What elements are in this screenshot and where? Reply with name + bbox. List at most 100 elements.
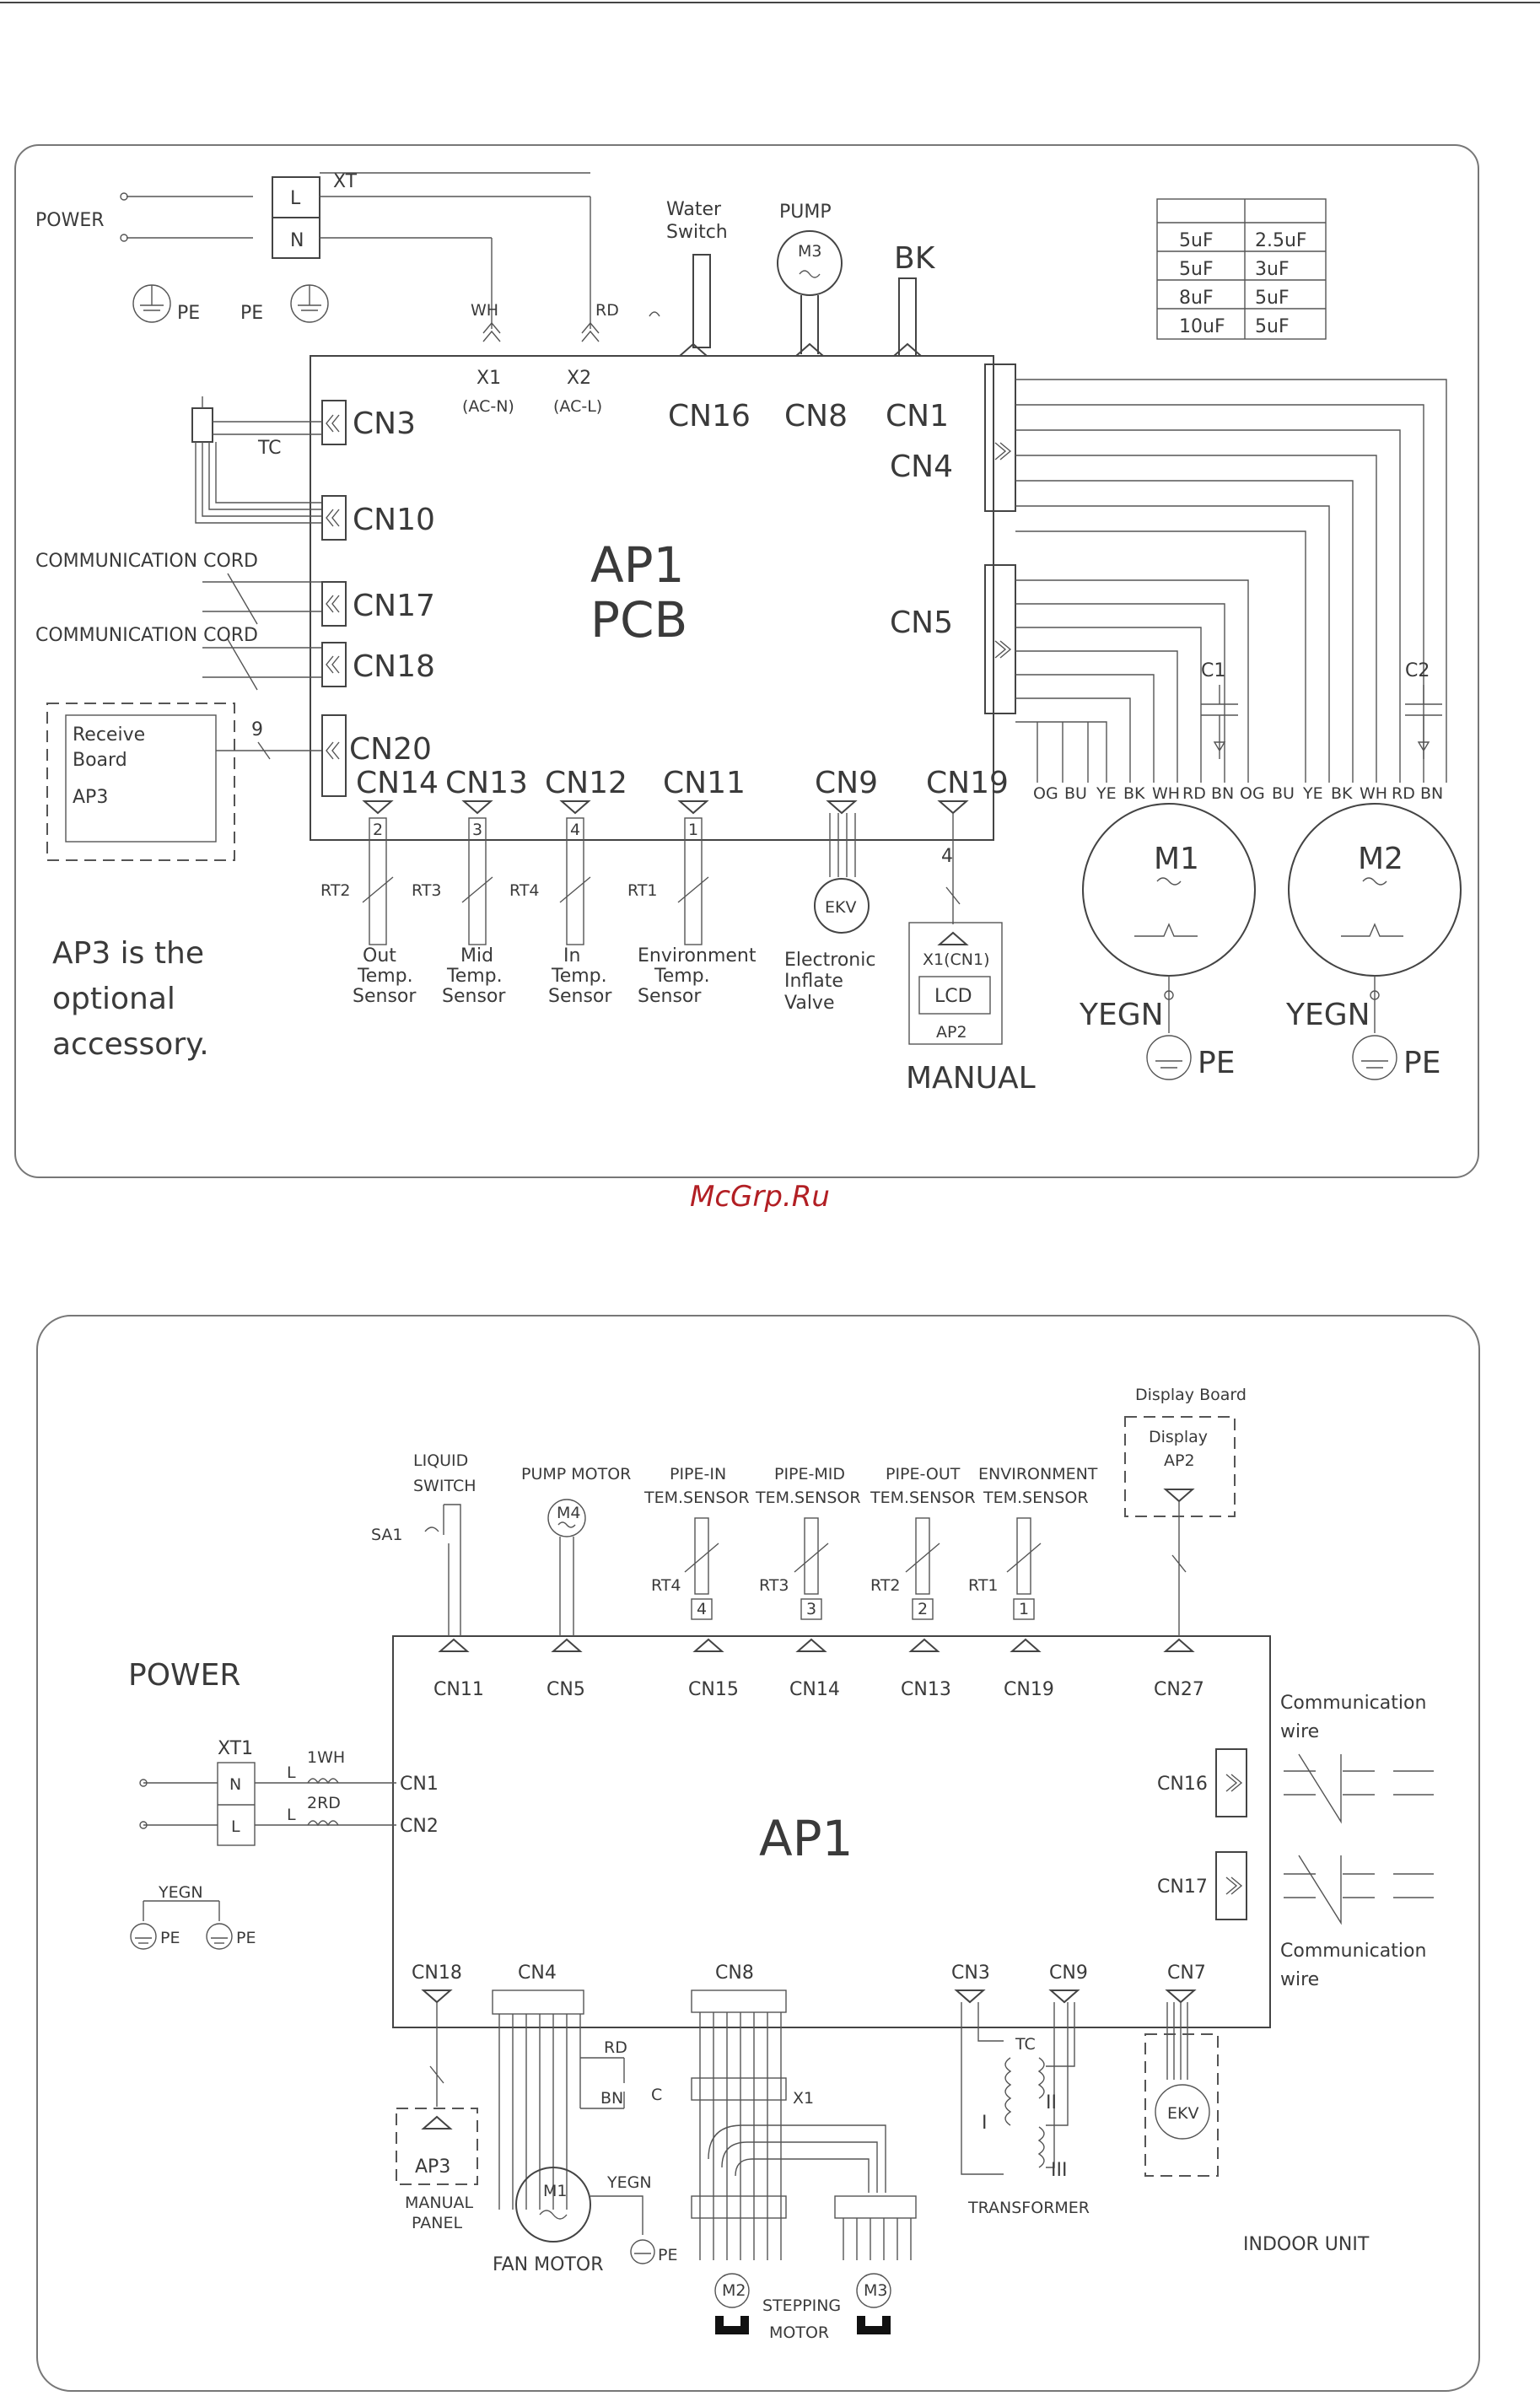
svg-text:Temp.: Temp. (357, 966, 413, 987)
svg-text:N: N (290, 230, 304, 251)
indoor-cn16-connector (1215, 1748, 1247, 1817)
sensor-pipe-out: PIPE-OUT TEM.SENSOR RT2 2 CN13 (870, 1465, 976, 1700)
indoor-unit-label: INDOOR UNIT (1243, 2234, 1370, 2255)
svg-text:PE: PE (177, 303, 200, 324)
svg-text:OG: OG (1033, 784, 1058, 803)
cn5-connector (984, 564, 1016, 714)
svg-text:BK: BK (894, 241, 936, 276)
cn16-label: CN16 (668, 399, 751, 433)
sensor-environment: ENVIRONMENT TEM.SENSOR RT1 1 CN19 (968, 1465, 1098, 1700)
svg-text:PE: PE (160, 1929, 180, 1947)
svg-text:COMMUNICATION CORD: COMMUNICATION CORD (35, 551, 258, 572)
outdoor-frame (14, 144, 1479, 1178)
indoor-power-label: POWER (128, 1658, 240, 1693)
cn17-label: CN17 (353, 589, 435, 623)
svg-text:2: 2 (373, 821, 383, 839)
svg-text:M4: M4 (557, 1504, 580, 1522)
svg-text:PANEL: PANEL (412, 2214, 462, 2232)
cn3-label: CN3 (353, 407, 416, 441)
cn11-label: CN11 (663, 766, 746, 800)
svg-text:AP2: AP2 (936, 1023, 967, 1042)
svg-text:wire: wire (1280, 1969, 1319, 1990)
svg-text:Inflate: Inflate (784, 971, 843, 992)
svg-text:optional: optional (52, 982, 175, 1016)
svg-text:EKV: EKV (825, 898, 856, 917)
svg-text:L: L (290, 188, 301, 209)
svg-text:wire: wire (1280, 1721, 1319, 1742)
svg-text:10uF: 10uF (1179, 316, 1225, 337)
svg-text:M2: M2 (722, 2281, 746, 2300)
fan-motor-m2-icon (1288, 803, 1462, 977)
svg-text:PUMP: PUMP (779, 202, 832, 223)
svg-text:RT3: RT3 (759, 1576, 789, 1595)
svg-text:5uF: 5uF (1255, 288, 1290, 309)
svg-text:PE: PE (236, 1929, 256, 1947)
terminal-block-xt1 (217, 1762, 256, 1846)
tc-label: TC (257, 438, 282, 459)
indoor-cn13-label: CN13 (901, 1679, 951, 1700)
svg-text:L: L (231, 1817, 240, 1836)
svg-text:BN: BN (1420, 784, 1443, 803)
svg-text:X1: X1 (793, 2089, 814, 2108)
fan-motor-label: FAN MOTOR (493, 2254, 603, 2275)
svg-text:3: 3 (806, 1600, 816, 1618)
svg-text:3uF: 3uF (1255, 259, 1290, 280)
svg-text:M3: M3 (798, 242, 821, 261)
cn4-connector (984, 363, 1016, 512)
indoor-cn18-label: CN18 (412, 1963, 462, 1984)
svg-text:BU: BU (1272, 784, 1295, 803)
svg-text:In: In (563, 945, 580, 966)
c1-label: C1 (1201, 660, 1225, 681)
cn12-label: CN12 (545, 766, 627, 800)
svg-text:TEM.SENSOR: TEM.SENSOR (870, 1489, 976, 1507)
svg-text:WH: WH (1152, 784, 1180, 803)
svg-text:2RD: 2RD (307, 1794, 341, 1812)
svg-text:5uF: 5uF (1255, 316, 1290, 337)
svg-text:Receive: Receive (73, 724, 145, 746)
indoor-cn8-label: CN8 (715, 1963, 754, 1984)
svg-text:ENVIRONMENT: ENVIRONMENT (978, 1465, 1098, 1483)
svg-text:N: N (229, 1775, 241, 1794)
pcb-label: PCB (590, 591, 687, 649)
svg-text:M3: M3 (864, 2281, 887, 2300)
svg-text:BK: BK (1331, 784, 1353, 803)
svg-text:Mid: Mid (460, 945, 493, 966)
svg-text:5uF: 5uF (1179, 259, 1214, 280)
indoor-cn16-label: CN16 (1157, 1774, 1208, 1795)
indoor-cn1-label: CN1 (400, 1774, 439, 1795)
indoor-cn3-label: CN3 (951, 1963, 990, 1984)
svg-text:Display: Display (1149, 1428, 1208, 1446)
svg-text:3: 3 (472, 821, 482, 839)
cn8-label: CN8 (784, 399, 848, 433)
svg-text:Temp.: Temp. (654, 966, 710, 987)
svg-text:RT1: RT1 (968, 1576, 999, 1595)
svg-text:L: L (287, 1763, 296, 1782)
pump-motor-m4-icon (547, 1499, 586, 1537)
cn19-label: CN19 (926, 766, 1009, 800)
indoor-cn19-label: CN19 (1004, 1679, 1054, 1700)
svg-text:II: II (1046, 2092, 1057, 2113)
svg-text:L: L (287, 1806, 296, 1824)
cn13-label: CN13 (445, 766, 528, 800)
svg-text:YEGN: YEGN (606, 2173, 652, 2192)
svg-text:TC: TC (1015, 2035, 1036, 2054)
indoor-cn7-label: CN7 (1167, 1963, 1206, 1984)
svg-text:9: 9 (251, 719, 263, 740)
svg-text:RD: RD (595, 301, 619, 320)
ground-pe-icon (290, 284, 329, 323)
indoor-ap1-label: AP1 (759, 1810, 853, 1867)
svg-text:XT1: XT1 (218, 1738, 253, 1759)
svg-text:RD: RD (1392, 784, 1415, 803)
svg-text:PIPE-IN: PIPE-IN (670, 1465, 726, 1483)
svg-text:(AC-N): (AC-N) (462, 397, 514, 416)
svg-text:M2: M2 (1358, 842, 1403, 876)
svg-text:1: 1 (1019, 1600, 1029, 1618)
svg-text:RT3: RT3 (412, 881, 442, 900)
ground-pe-icon (1146, 1035, 1192, 1080)
svg-text:Board: Board (73, 750, 127, 771)
svg-text:I: I (982, 2113, 988, 2134)
ground-pe-icon (630, 2239, 655, 2264)
indoor-cn15-label: CN15 (688, 1679, 739, 1700)
cn1-label: CN1 (886, 399, 949, 433)
svg-text:5uF: 5uF (1179, 230, 1214, 251)
